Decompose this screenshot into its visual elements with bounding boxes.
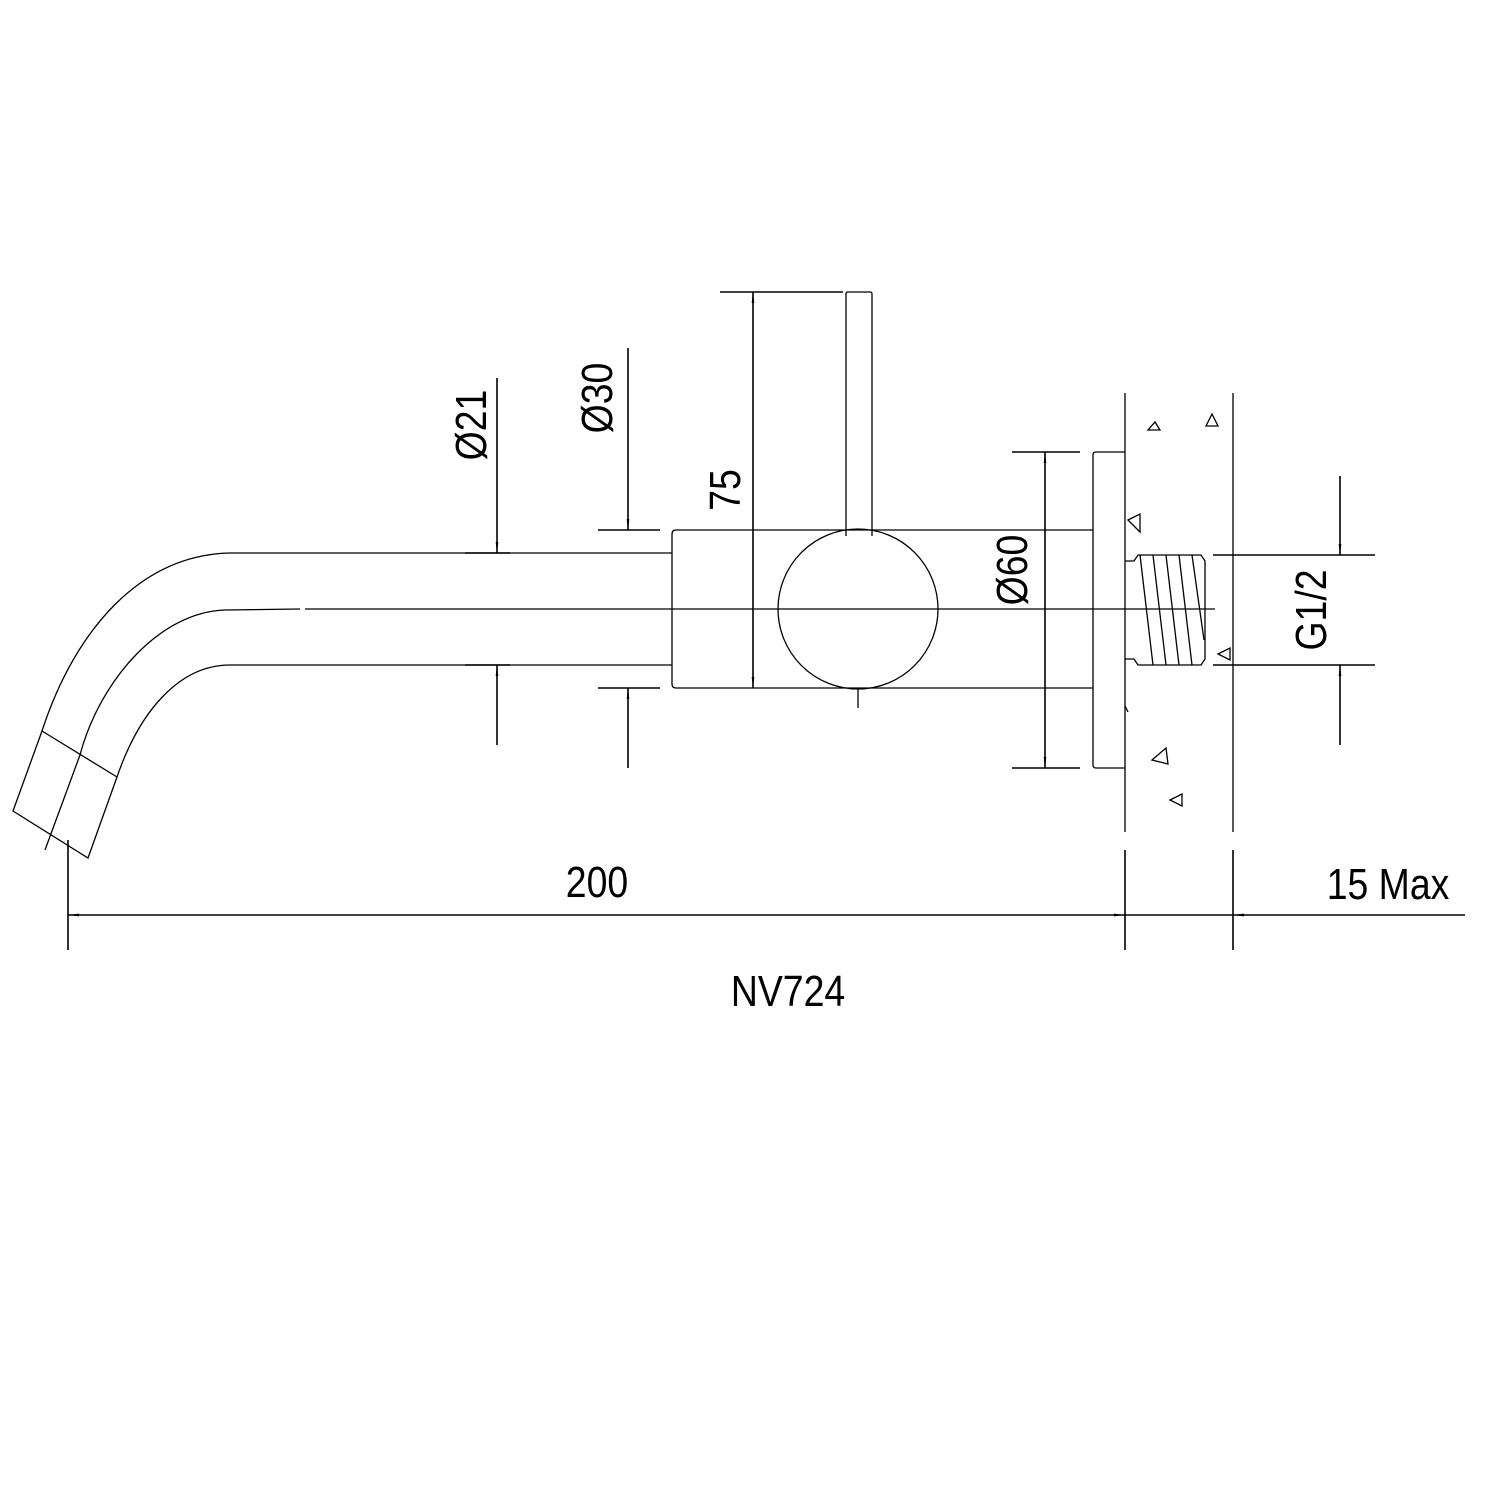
dimension-body-diameter: Ø30 bbox=[572, 348, 660, 768]
label-handle-height: 75 bbox=[700, 469, 750, 511]
thread-connector bbox=[1125, 554, 1206, 666]
model-number: NV724 bbox=[731, 966, 845, 1016]
dimension-flange-diameter: Ø60 bbox=[987, 451, 1080, 769]
label-spout-diameter: Ø21 bbox=[446, 390, 496, 461]
label-flange-diameter: Ø60 bbox=[987, 535, 1037, 606]
label-thread: G1/2 bbox=[1286, 569, 1336, 650]
wall-section bbox=[1124, 393, 1234, 832]
dimension-spout-diameter: Ø21 bbox=[446, 378, 510, 745]
flange bbox=[1092, 451, 1125, 769]
label-projection: 200 bbox=[566, 857, 628, 907]
spout bbox=[12, 552, 672, 859]
dimension-projection: 200 15 Max bbox=[67, 840, 1465, 950]
dimension-thread: G1/2 bbox=[1213, 476, 1375, 745]
dimension-handle-height: 75 bbox=[700, 291, 843, 688]
label-body-diameter: Ø30 bbox=[572, 363, 622, 434]
lever-handle bbox=[845, 291, 873, 536]
label-wall-max: 15 Max bbox=[1327, 859, 1450, 909]
